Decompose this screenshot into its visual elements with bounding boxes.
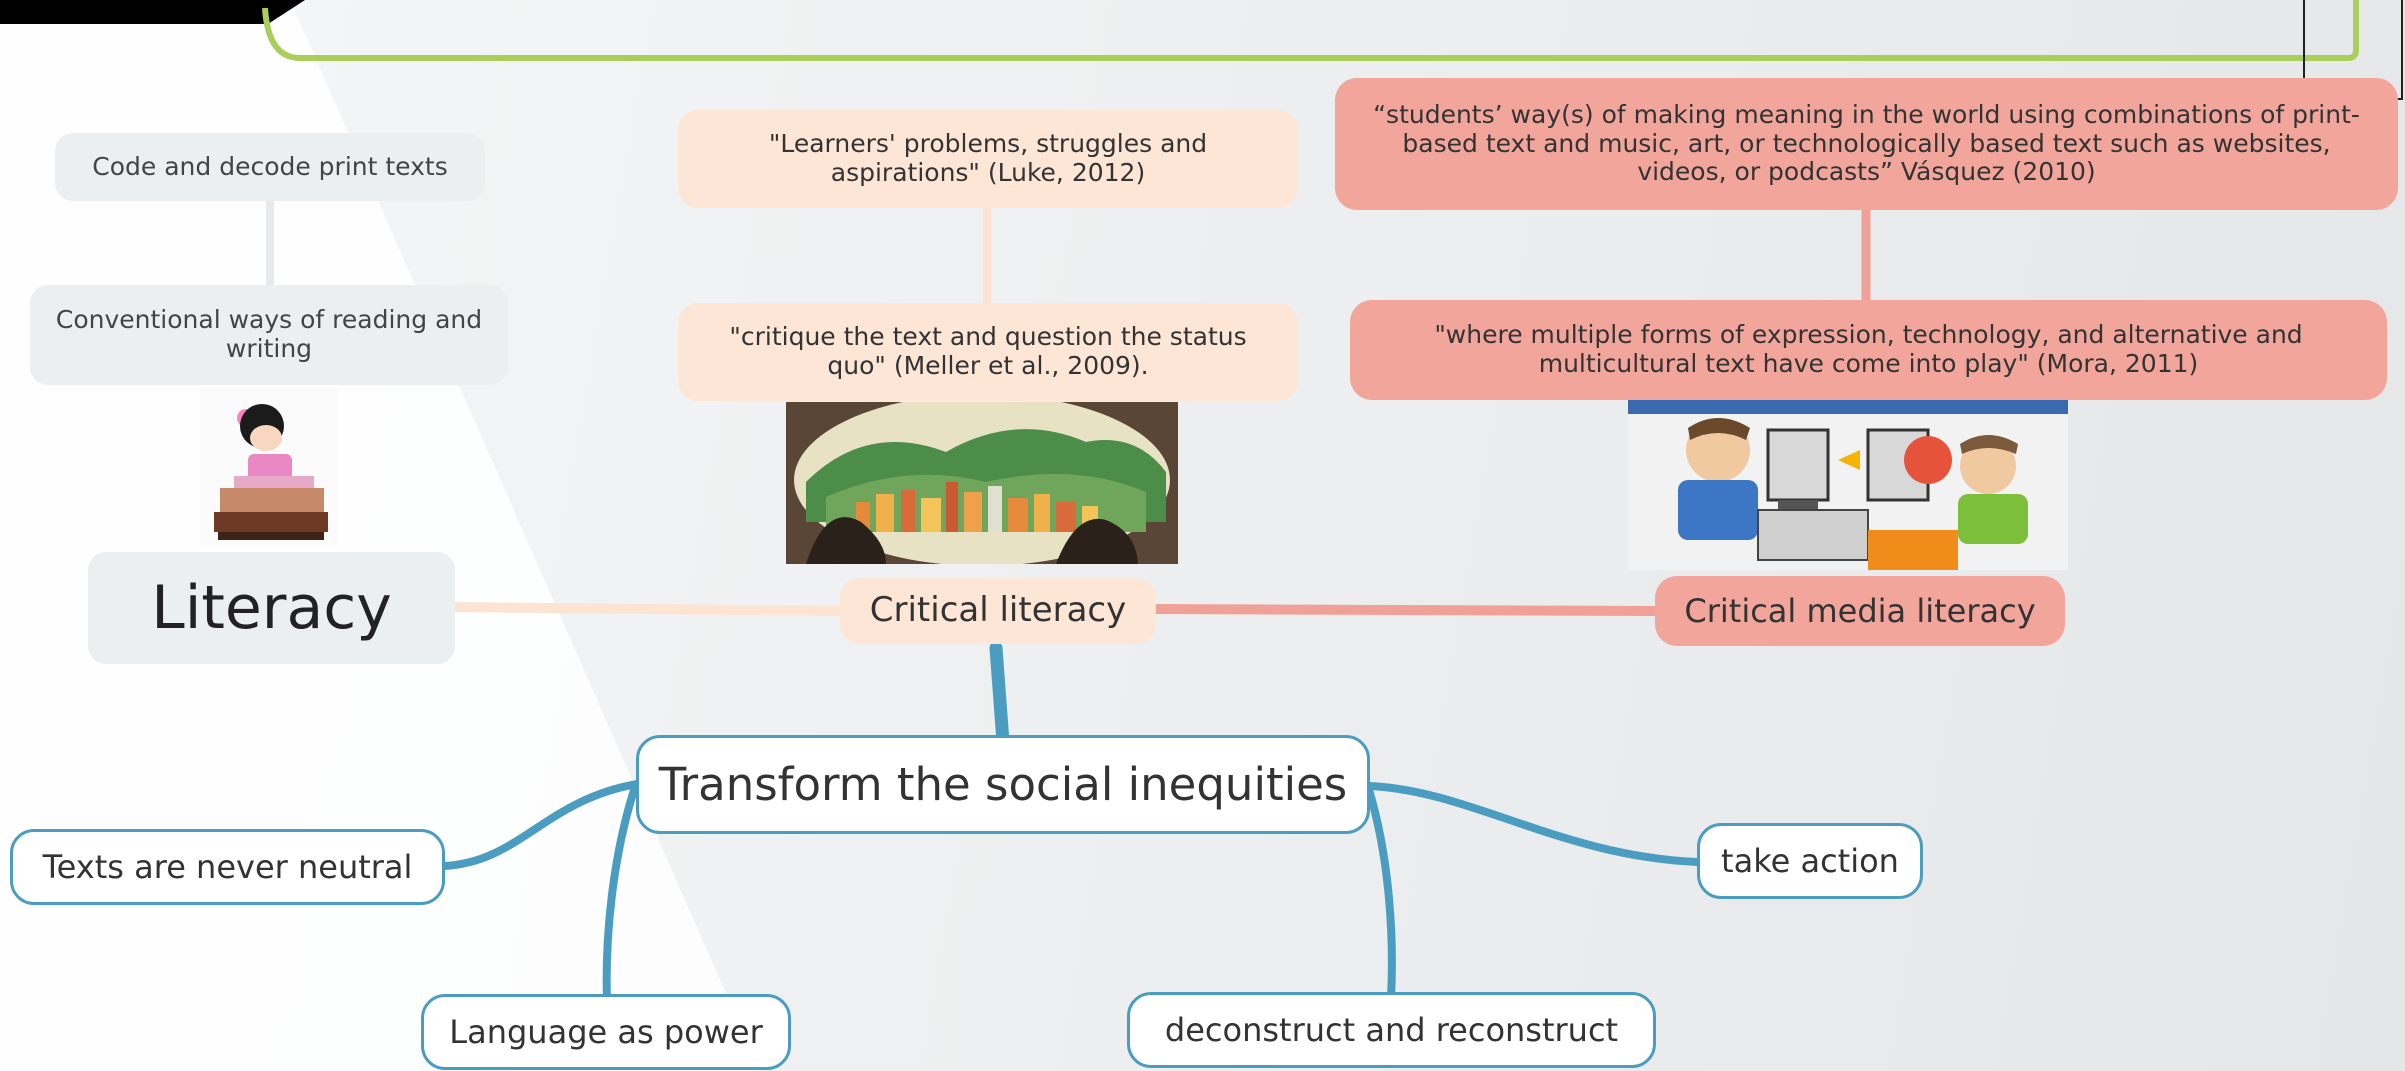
node-learners[interactable]: "Learners' problems, struggles and aspir…: [678, 110, 1298, 208]
node-students-way[interactable]: “students’ way(s) of making meaning in t…: [1335, 78, 2398, 210]
node-code-decode[interactable]: Code and decode print texts: [55, 133, 485, 201]
connector-critical-transform: [989, 641, 1010, 749]
connector-critical-media: [1154, 604, 1656, 616]
node-multiple-forms[interactable]: "where multiple forms of expression, tec…: [1350, 300, 2387, 400]
green-frame-line: [262, 0, 2359, 61]
connector-literacy-critical: [452, 602, 841, 616]
node-language-power[interactable]: Language as power: [421, 994, 791, 1070]
connector-transform-action: [1365, 782, 1701, 866]
connector-transform-language: [602, 786, 638, 1004]
node-transform[interactable]: Transform the social inequities: [636, 735, 1370, 834]
node-texts-neutral[interactable]: Texts are never neutral: [10, 829, 445, 905]
computers-icon: [1628, 400, 2068, 570]
node-critical-literacy[interactable]: Critical literacy: [840, 578, 1156, 644]
computers-image: [1628, 400, 2068, 570]
node-critique[interactable]: "critique the text and question the stat…: [678, 303, 1298, 401]
connector-transform-texts: [440, 780, 641, 870]
node-critical-media[interactable]: Critical media literacy: [1655, 576, 2065, 646]
node-literacy[interactable]: Literacy: [88, 552, 455, 664]
connector-transform-deconstruct: [1365, 786, 1396, 1002]
node-conventional[interactable]: Conventional ways of reading and writing: [30, 285, 508, 385]
node-take-action[interactable]: take action: [1697, 823, 1923, 899]
black-corner-bar: [0, 0, 305, 24]
girl-reading-icon: [200, 388, 338, 545]
city-window-icon: [786, 402, 1178, 564]
city-window-image: [786, 402, 1178, 564]
girl-desk-image: [200, 388, 338, 545]
node-deconstruct[interactable]: deconstruct and reconstruct: [1127, 992, 1656, 1068]
